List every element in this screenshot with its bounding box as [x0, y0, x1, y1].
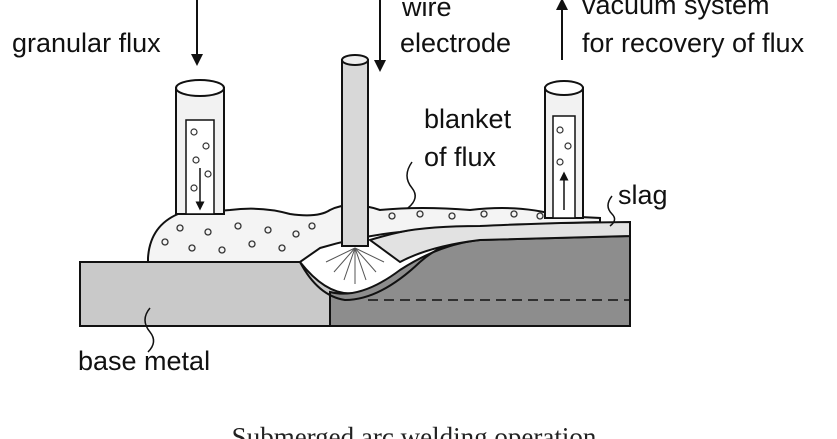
- label-granular-flux: granular flux: [12, 28, 161, 58]
- label-electrode: electrode: [400, 28, 511, 58]
- wire-electrode: [341, 54, 369, 247]
- label-flux-recovery: for recovery of flux: [582, 28, 805, 58]
- slag-leader-line: [607, 195, 616, 227]
- label-slag: slag: [618, 180, 668, 210]
- label-of-flux: of flux: [424, 142, 497, 172]
- caption: Submerged arc welding operation: [232, 422, 597, 439]
- label-blanket: blanket: [424, 104, 512, 134]
- flux-feed-tube: [175, 79, 225, 215]
- weld-bead: [329, 234, 631, 327]
- label-base-metal: base metal: [78, 346, 210, 376]
- label-wire: wire: [401, 0, 452, 22]
- base-metal-leader-line: [144, 307, 155, 353]
- welding-arc: [325, 247, 385, 284]
- flux-blanket: [147, 204, 601, 263]
- vacuum-recovery-tube: [544, 80, 584, 219]
- label-vacuum-system: vacuum system: [582, 0, 770, 20]
- blanket-leader-line: [406, 161, 416, 209]
